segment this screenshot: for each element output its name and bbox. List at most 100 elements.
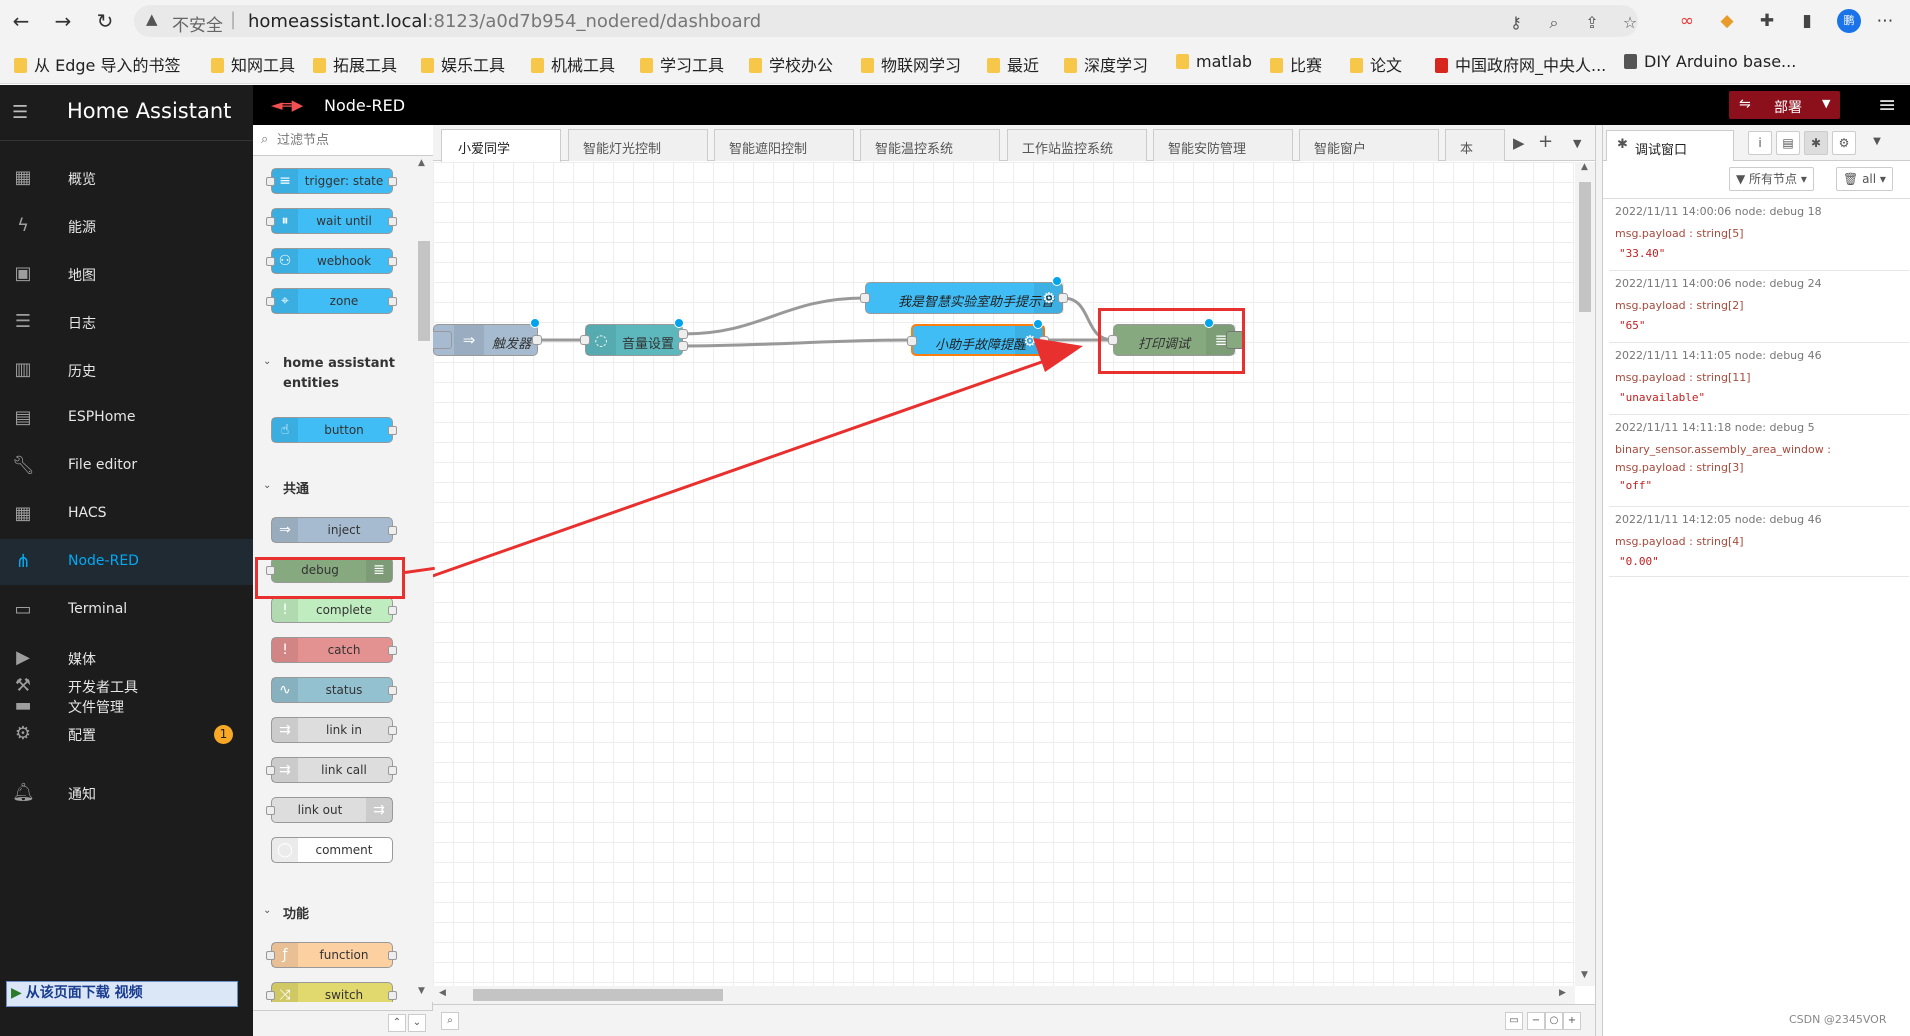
palette-node[interactable]: ≡trigger: state <box>266 168 397 194</box>
sidebar-item-历史[interactable]: ▥历史 <box>0 347 253 393</box>
key-icon[interactable]: ⚷ <box>1510 13 1522 32</box>
star-icon[interactable]: ☆ <box>1622 13 1638 32</box>
help-book-icon[interactable]: ▤ <box>1776 131 1800 155</box>
bookmark-item[interactable]: 物联网学习 <box>861 52 961 75</box>
palette-search-input[interactable] <box>277 130 417 150</box>
node-debug-print[interactable]: 打印调试 ≣ <box>1108 318 1244 356</box>
palette-node[interactable]: ⇉link out <box>266 797 393 823</box>
flow-canvas[interactable]: ⇒ 触发器 ◌ 音量设置 我是智慧实验室助手提示音 ⚙ 小助手故障提醒 ⚙ 打印… <box>433 162 1575 986</box>
bookmark-item[interactable]: 深度学习 <box>1064 52 1148 75</box>
sidebar-item-日志[interactable]: ☰日志 <box>0 299 253 345</box>
palette-node[interactable]: !catch <box>271 637 397 663</box>
sidebar-toggle-icon[interactable]: ▮ <box>1802 11 1812 31</box>
sidebar-item-地图[interactable]: ▣地图 <box>0 251 253 297</box>
download-video-banner[interactable]: ▶从该页面下载 视频 <box>6 981 238 1007</box>
bookmark-item[interactable]: 知网工具 <box>211 52 295 75</box>
palette-node[interactable]: ☝button <box>271 417 397 443</box>
palette-node[interactable]: ⏸wait until <box>266 208 397 234</box>
bookmark-item[interactable]: 比赛 <box>1270 52 1322 75</box>
expand-all-icon[interactable]: ⌄ <box>408 1014 426 1032</box>
palette-node[interactable]: ⚇webhook <box>266 248 397 274</box>
address-bar[interactable]: ▲ 不安全 | homeassistant.local:8123/a0d7b95… <box>134 5 1638 37</box>
palette-node[interactable]: ⇒inject <box>271 517 397 543</box>
palette-node[interactable]: ⤨switch <box>266 982 397 1002</box>
bookmark-item[interactable]: 学习工具 <box>640 52 724 75</box>
node-trigger[interactable]: ⇒ 触发器 <box>433 318 542 356</box>
sidebar-item-notifications[interactable]: 🔔︎ 通知 <box>12 782 96 803</box>
node-volume-setting[interactable]: ◌ 音量设置 <box>580 318 688 356</box>
sidebar-item-terminal[interactable]: ▭Terminal <box>0 587 253 633</box>
zoom-icon[interactable]: ⌕ <box>1549 13 1559 32</box>
bookmark-item[interactable]: 拓展工具 <box>313 52 397 75</box>
config-gear-icon[interactable]: ⚙ <box>1832 131 1856 155</box>
bookmark-item[interactable]: 最近 <box>987 52 1039 75</box>
bookmark-item[interactable]: DIY Arduino base... <box>1624 52 1796 74</box>
zoom-out-icon[interactable]: − <box>1527 1012 1545 1030</box>
bookmark-item[interactable]: 中国政府网_中央人... <box>1435 52 1606 75</box>
sidebar-item-概览[interactable]: ▦概览 <box>0 155 253 201</box>
filter-nodes-dropdown[interactable]: ▼ 所有节点 ▾ <box>1729 167 1814 191</box>
palette-node[interactable]: ∿status <box>271 677 397 703</box>
tab-flow[interactable]: 工作站监控系统 <box>1007 129 1147 161</box>
tab-flow[interactable]: 本 <box>1445 129 1505 161</box>
forward-icon[interactable]: → <box>54 9 72 33</box>
sidebar-item-file-editor[interactable]: 🔧︎File editor <box>12 455 138 476</box>
tab-flow[interactable]: 智能温控系统 <box>860 129 1000 161</box>
tab-flow[interactable]: 智能灯光控制 <box>568 129 708 161</box>
bookmark-item[interactable]: 从 Edge 导入的书签 <box>14 52 180 75</box>
inject-button[interactable] <box>433 331 452 349</box>
tab-flow[interactable]: 小爱同学 <box>441 129 561 162</box>
hamburger-icon[interactable]: ☰ <box>12 102 29 123</box>
sidebar-item-settings[interactable]: ⚙ 配置 1 <box>0 711 253 757</box>
palette-node[interactable]: !complete <box>271 597 397 623</box>
extensions-puzzle-icon[interactable]: ✚ <box>1759 11 1775 31</box>
search-flows-icon[interactable]: ⌕ <box>441 1012 459 1030</box>
tab-flow[interactable]: 智能遮阳控制 <box>714 129 854 161</box>
sidebar-item-developer-tools[interactable]: ⚒ 开发者工具 <box>0 663 253 709</box>
collapse-all-icon[interactable]: ⌃ <box>388 1014 406 1032</box>
extension-infinity-icon[interactable]: ∞ <box>1679 11 1695 31</box>
profile-avatar[interactable]: 鹏 <box>1837 9 1861 33</box>
tab-list-icon[interactable]: ▼ <box>1573 137 1582 150</box>
bookmark-item[interactable]: 学校办公 <box>749 52 833 75</box>
sidebar-item-媒体[interactable]: ▶媒体 <box>0 635 253 681</box>
bookmark-item[interactable]: 机械工具 <box>531 52 615 75</box>
chevron-down-icon[interactable]: ▼ <box>1873 136 1881 147</box>
palette-node[interactable]: ◯comment <box>271 837 393 863</box>
zoom-reset-icon[interactable]: ○ <box>1545 1012 1563 1030</box>
palette-node[interactable]: ⇉link call <box>266 757 397 783</box>
share-icon[interactable]: ⇪ <box>1585 13 1599 32</box>
tab-flow[interactable]: 智能窗户 <box>1299 129 1439 161</box>
tab-debug[interactable]: ✱ 调试窗口 <box>1606 130 1734 161</box>
sidebar-item-文件管理[interactable]: ▬文件管理 <box>0 683 253 729</box>
reload-icon[interactable]: ↻ <box>96 9 114 33</box>
sidebar-separator[interactable] <box>1595 125 1603 1036</box>
nodered-menu-icon[interactable]: ≡ <box>1878 93 1897 118</box>
canvas-horizontal-scrollbar[interactable]: ◀ ▶ <box>433 986 1575 1004</box>
bookmark-item[interactable]: matlab <box>1176 52 1252 74</box>
zoom-in-icon[interactable]: + <box>1563 1012 1581 1030</box>
canvas-vertical-scrollbar[interactable]: ▲ ▼ <box>1575 162 1595 986</box>
palette-node[interactable]: ⌖zone <box>266 288 397 314</box>
deploy-button[interactable]: ⇋ 部署 ▼ <box>1729 91 1840 119</box>
sidebar-item-hacs[interactable]: ▦HACS <box>0 491 253 537</box>
navigator-icon[interactable]: ▭ <box>1505 1012 1523 1030</box>
sidebar-item-esphome[interactable]: ▤ESPHome <box>0 395 253 441</box>
info-icon[interactable]: i <box>1748 131 1772 155</box>
back-icon[interactable]: ← <box>12 9 30 33</box>
chevron-down-icon[interactable]: ▼ <box>1822 97 1831 110</box>
node-voice-prompt[interactable]: 我是智慧实验室助手提示音 ⚙ <box>860 276 1068 314</box>
palette-scrollbar[interactable]: ▲ ▼ <box>415 156 433 1002</box>
clear-messages-dropdown[interactable]: 🗑︎ all ▾ <box>1836 167 1893 191</box>
debug-bug-icon[interactable]: ✱ <box>1804 131 1828 155</box>
palette-node[interactable]: ⇉link in <box>271 717 397 743</box>
scroll-tabs-right-icon[interactable]: ▶ <box>1513 134 1525 152</box>
bookmark-item[interactable]: 论文 <box>1350 52 1402 75</box>
